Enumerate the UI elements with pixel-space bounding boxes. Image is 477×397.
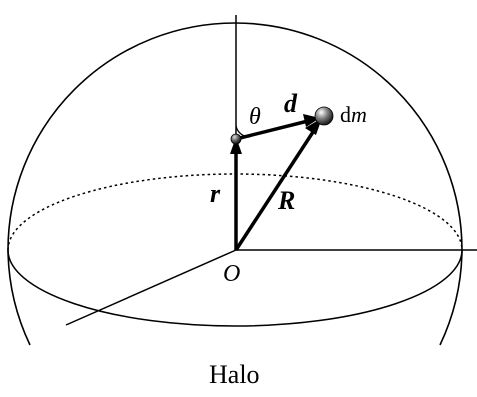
label-dm: dm (340, 102, 367, 127)
label-R: R (277, 186, 295, 215)
equator-front-solid (7, 249, 463, 327)
label-dm-prefix: d (340, 102, 351, 127)
label-halo: Halo (209, 360, 260, 389)
label-origin: O (223, 261, 240, 287)
y-axis (65, 249, 237, 326)
equator-back-dotted (7, 173, 463, 251)
label-d: d (284, 89, 298, 118)
vector-d-shaft (235, 119, 309, 141)
label-r: r (210, 179, 221, 208)
label-dm-var: m (351, 102, 367, 127)
mass-element-ball (314, 106, 334, 126)
halo-sphere-outline (7, 22, 463, 346)
vector-R-shaft (234, 131, 315, 251)
observer-point (230, 133, 242, 145)
label-theta: θ (249, 104, 261, 130)
vector-r-arrowhead (230, 137, 242, 154)
